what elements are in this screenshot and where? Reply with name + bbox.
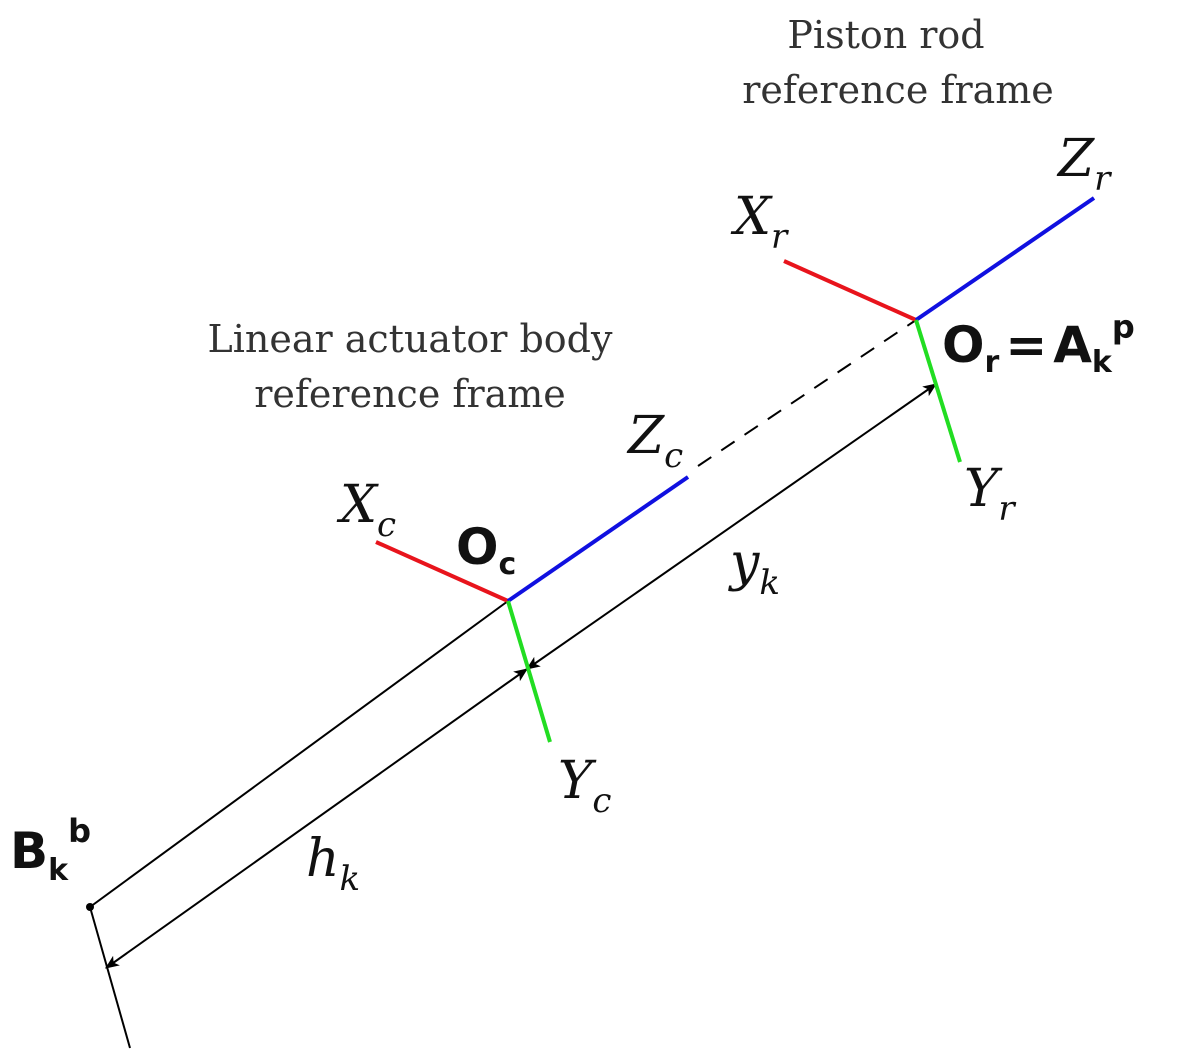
base-point-dot [86,903,94,911]
hk-dimension-arrow [105,668,528,969]
yk-dimension-label: yk [728,533,780,603]
piston-y-axis-label: Yr [964,459,1016,529]
piston-origin-label: Or=Akp [942,308,1135,380]
body-frame-caption-line1: Linear actuator body [208,317,614,361]
body-z-axis-label: Zc [626,406,683,476]
piston-frame-caption-line1: Piston rod [787,13,984,57]
actuator-body-line [89,600,509,908]
body-x-axis-label: Xc [336,475,396,545]
base-extension-line [89,906,131,1049]
yk-dimension-arrow [526,383,937,670]
piston-y-axis [914,319,962,463]
piston-x-axis [783,259,917,322]
hk-dimension-label: hk [306,829,360,899]
body-x-axis [375,540,509,603]
piston-frame-caption-line2: reference frame [742,68,1054,112]
body-origin-label: Oc [456,518,516,582]
base-point-label: Bkb [10,812,91,888]
body-frame-caption-line2: reference frame [254,372,566,416]
dashed-extension-line [697,319,917,467]
piston-x-axis-label: Xr [730,187,789,257]
piston-z-axis [914,196,1096,322]
piston-z-axis-label: Zr [1056,129,1112,199]
body-y-axis-label: Yc [558,751,611,821]
body-z-axis [506,475,690,603]
body-y-axis [506,600,552,743]
